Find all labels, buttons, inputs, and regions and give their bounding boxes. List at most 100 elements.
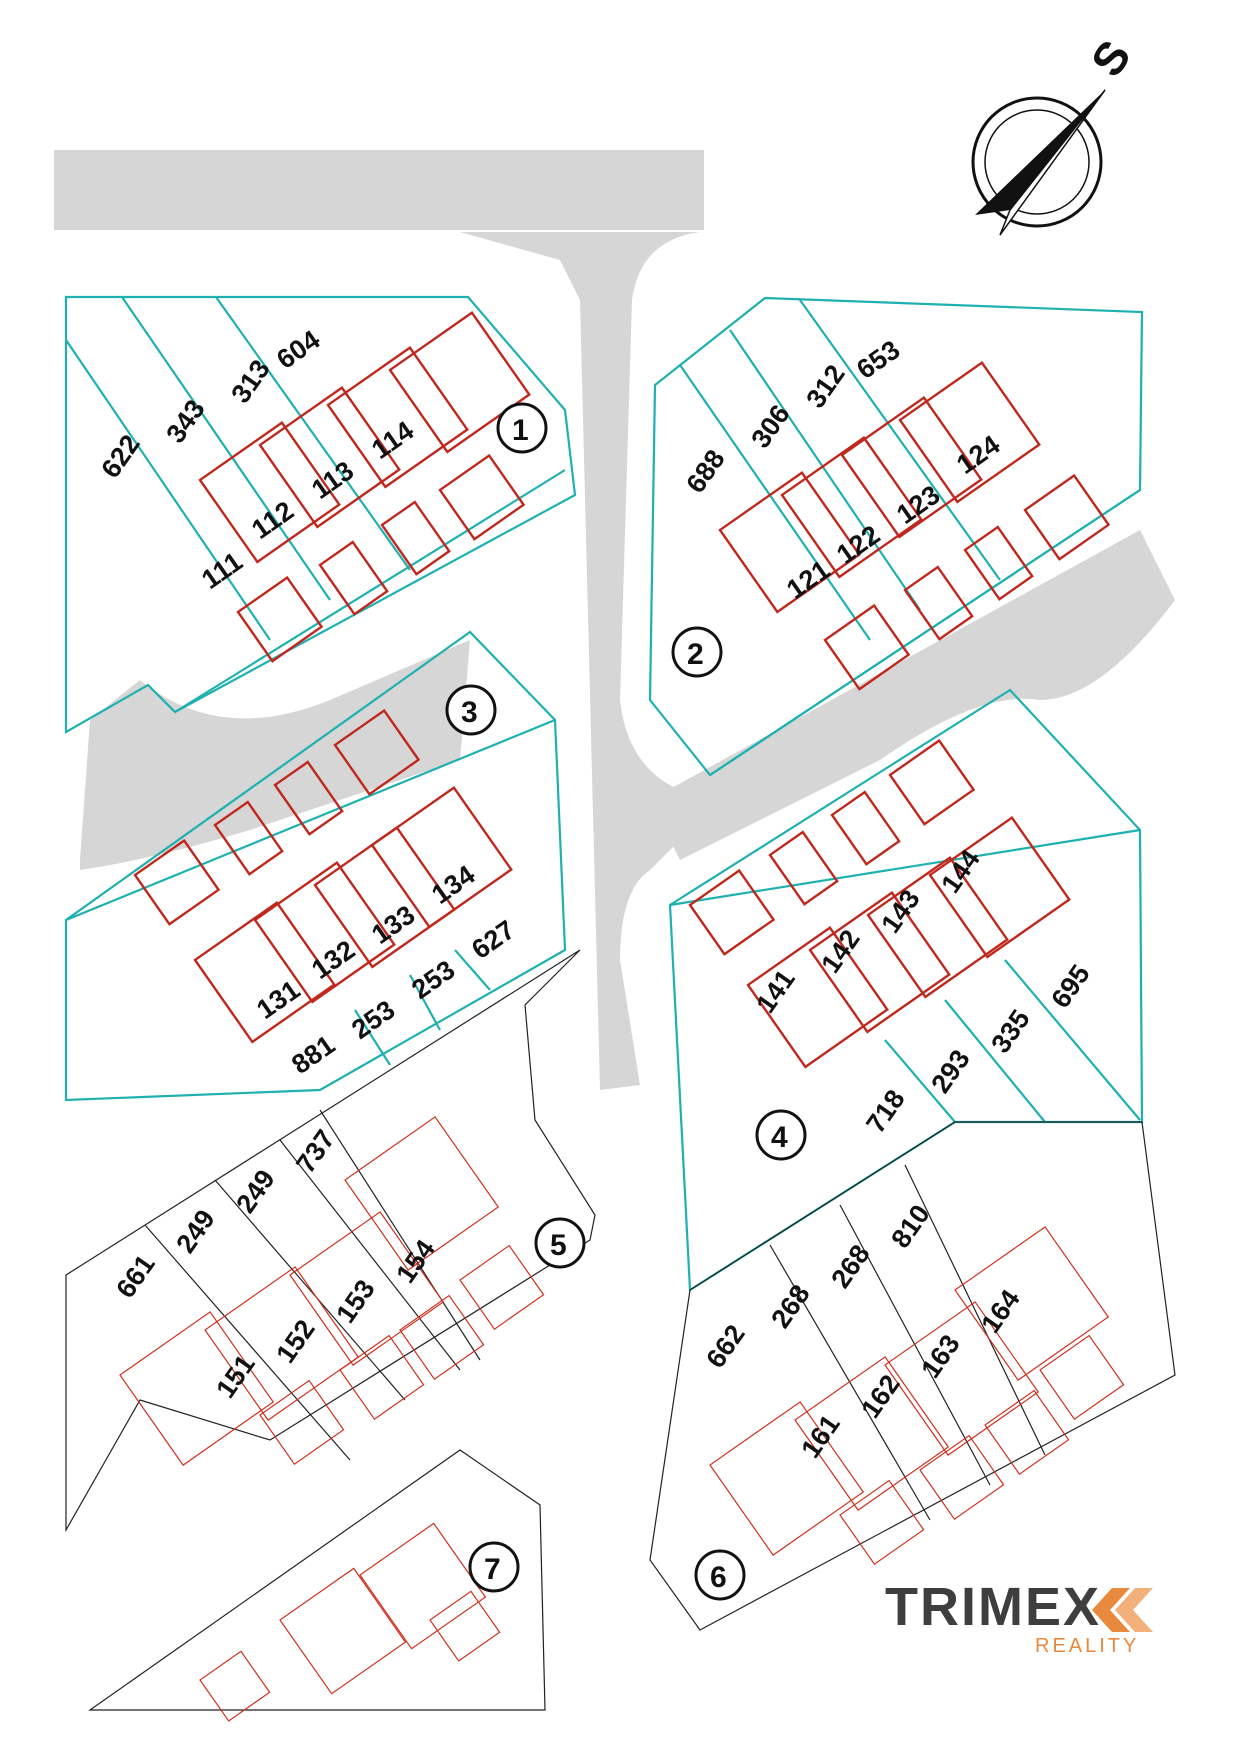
- block-3-divider: [454, 949, 491, 991]
- house-164: [954, 1226, 1110, 1381]
- garage: [839, 1479, 925, 1565]
- plot-label: 306: [745, 399, 795, 453]
- garage: [823, 603, 911, 691]
- block-6-divider: [769, 1244, 931, 1521]
- block-2-path: [709, 489, 1141, 776]
- block-1-boundary: [64, 295, 577, 734]
- garage: [459, 1244, 545, 1330]
- compass: S: [971, 31, 1141, 236]
- compass-needle-icon: [999, 89, 1106, 236]
- block-5-boundary: [65, 949, 596, 1533]
- garage: [888, 738, 976, 826]
- garage: [318, 540, 389, 616]
- house-label: 113: [306, 455, 359, 505]
- house-153: [289, 1211, 445, 1366]
- block-1-number: 1: [512, 414, 529, 447]
- block-6-boundary: [649, 1121, 1176, 1631]
- compass-needle-icon: [975, 90, 1105, 215]
- house-label: 124: [951, 429, 1005, 479]
- block-3-number: 3: [461, 696, 478, 729]
- plot-label: 695: [1045, 959, 1095, 1013]
- block-6-divider: [904, 1164, 1046, 1456]
- block-5-divider: [319, 1109, 481, 1361]
- house-label: 121: [781, 554, 835, 604]
- block-3-marker: [445, 684, 497, 736]
- garage: [1023, 473, 1111, 561]
- block-1-path: [174, 469, 566, 713]
- garage: [213, 800, 284, 876]
- compass-letter: S: [1081, 31, 1141, 86]
- block-6-divider: [839, 1204, 991, 1486]
- house-162: [794, 1356, 950, 1511]
- garage: [339, 1334, 425, 1420]
- garage: [199, 1650, 271, 1722]
- plot-label: 343: [160, 394, 210, 448]
- house-label: 114: [366, 415, 419, 465]
- block-2-number: 2: [687, 638, 704, 671]
- garage: [273, 760, 344, 836]
- block-7-boundary: [88, 1449, 546, 1711]
- block-1-divider: [215, 296, 411, 571]
- house-141: [746, 925, 889, 1069]
- garage: [380, 500, 451, 576]
- house-label: 132: [306, 934, 360, 984]
- house-label: 134: [426, 859, 480, 909]
- road-top: [54, 150, 704, 230]
- house-142: [808, 890, 951, 1034]
- roads: [54, 150, 1175, 1090]
- house-121: [718, 470, 861, 614]
- plot-label: 810: [885, 1199, 935, 1253]
- house-122: [780, 435, 923, 579]
- plot-label: 249: [230, 1164, 280, 1218]
- plot-label: 312: [800, 359, 850, 413]
- plot-label: 718: [860, 1084, 910, 1138]
- block-1: 622 343 313 604 111 112 113 114 1: [64, 295, 577, 734]
- logo-name: TRIMEX: [885, 1577, 1101, 1637]
- block-6-marker: [694, 1549, 746, 1601]
- garage: [903, 565, 974, 641]
- plot-label: 268: [765, 1279, 815, 1333]
- road-east: [650, 530, 1175, 860]
- block-7-number: 7: [484, 1553, 501, 1586]
- garage: [399, 1294, 485, 1380]
- garage: [688, 868, 776, 956]
- house-112: [258, 385, 401, 529]
- house-163: [884, 1301, 1040, 1456]
- block-2-divider: [729, 329, 921, 611]
- logo: TRIMEX REALITY: [885, 1577, 1153, 1657]
- plot-label: 313: [225, 354, 275, 408]
- house-label: 162: [855, 1369, 905, 1423]
- road-main: [460, 232, 720, 1090]
- house-111: [198, 420, 341, 564]
- house-113: [326, 345, 469, 489]
- plot-label: 653: [851, 334, 905, 384]
- house-label: 154: [390, 1234, 440, 1288]
- house-123: [840, 395, 983, 539]
- block-3-divider: [354, 1009, 391, 1066]
- plot-label: 627: [466, 914, 520, 964]
- house-label: 133: [366, 899, 420, 949]
- garage: [830, 790, 901, 866]
- garage: [429, 1590, 501, 1662]
- block-3-path: [65, 718, 556, 922]
- block-3-divider: [409, 974, 441, 1031]
- block-2-marker: [671, 626, 723, 678]
- block-4-marker: [755, 1109, 807, 1161]
- block-1-divider: [121, 296, 331, 601]
- road-west: [80, 640, 470, 870]
- house-133: [313, 825, 456, 969]
- garage: [1039, 1334, 1125, 1420]
- plot-label: 268: [825, 1239, 875, 1293]
- plot-label: 688: [680, 444, 730, 498]
- plot-label: 293: [925, 1044, 975, 1098]
- block-1-marker: [496, 402, 548, 454]
- block-5-divider: [144, 1224, 351, 1461]
- block-6-number: 6: [710, 1561, 727, 1594]
- house-label: 163: [915, 1329, 965, 1383]
- house-114: [388, 310, 531, 454]
- plot-label: 737: [290, 1124, 340, 1178]
- house-label: 111: [196, 546, 248, 595]
- house-124: [898, 360, 1041, 504]
- block-7-marker: [468, 1541, 520, 1593]
- plot-label: 661: [110, 1249, 160, 1303]
